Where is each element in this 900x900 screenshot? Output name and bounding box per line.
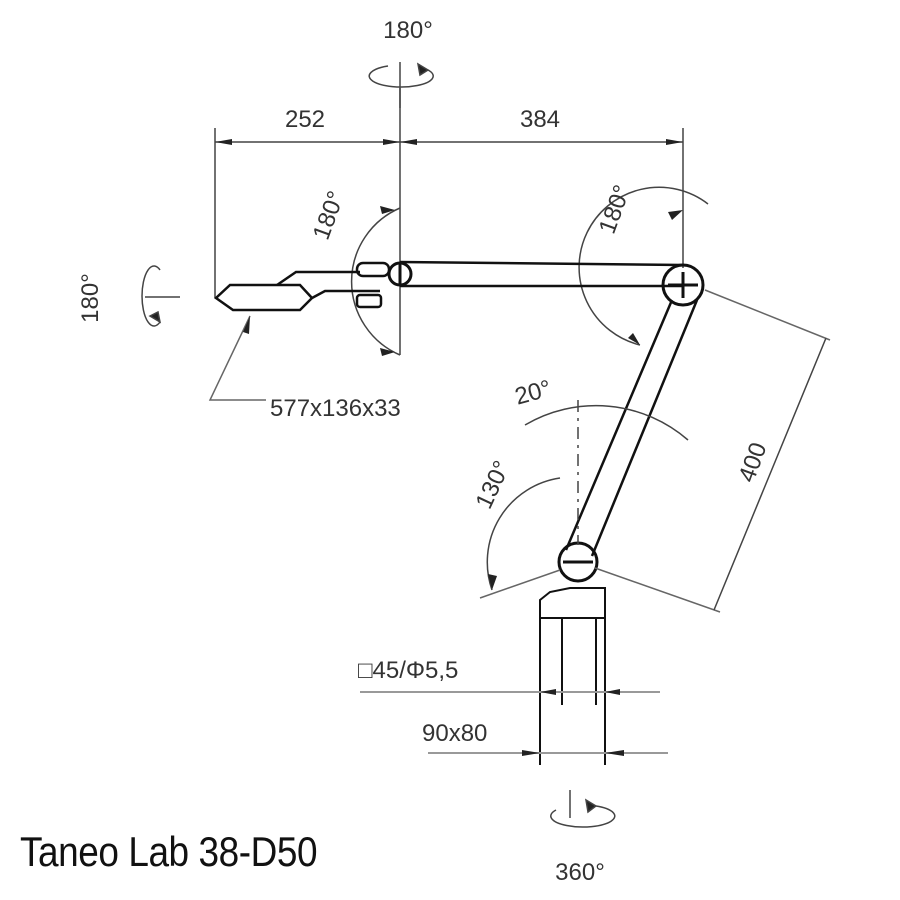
upper-arm	[399, 260, 684, 288]
angle-top-rotation: 180°	[383, 17, 433, 44]
dimension-lower-arm: 400	[733, 439, 772, 486]
lower-arm	[564, 299, 699, 557]
angle-elbow-joint: 180°	[594, 181, 636, 237]
dimension-line-400	[713, 337, 827, 611]
rotation-arrow-icon	[368, 62, 434, 108]
angle-base-rotation: 360°	[555, 859, 605, 886]
joint	[661, 263, 705, 307]
angle-arc	[486, 477, 561, 591]
leader-line	[208, 315, 266, 401]
rotation-arrow-icon	[550, 790, 616, 828]
dimension-mount-plate: □45/Φ5,5	[358, 657, 458, 684]
angle-head-rotation: 180°	[77, 273, 104, 323]
dimension-head-size: 577x136x33	[270, 395, 401, 422]
angle-arc	[578, 186, 709, 346]
angle-base-up: 20°	[512, 375, 554, 410]
joint	[387, 261, 413, 287]
dimension-upper-arm: 384	[520, 106, 560, 133]
joint	[557, 541, 599, 583]
angle-arc	[350, 207, 401, 356]
dimension-base-size: 90x80	[422, 720, 487, 747]
rotation-arrow-icon	[141, 265, 180, 327]
angle-head-joint: 180°	[308, 187, 350, 243]
angle-arc	[524, 404, 689, 441]
lamp-head	[214, 261, 391, 312]
dimension-head-offset: 252	[285, 106, 325, 133]
product-title: Taneo Lab 38-D50	[20, 828, 318, 875]
base	[539, 587, 606, 765]
